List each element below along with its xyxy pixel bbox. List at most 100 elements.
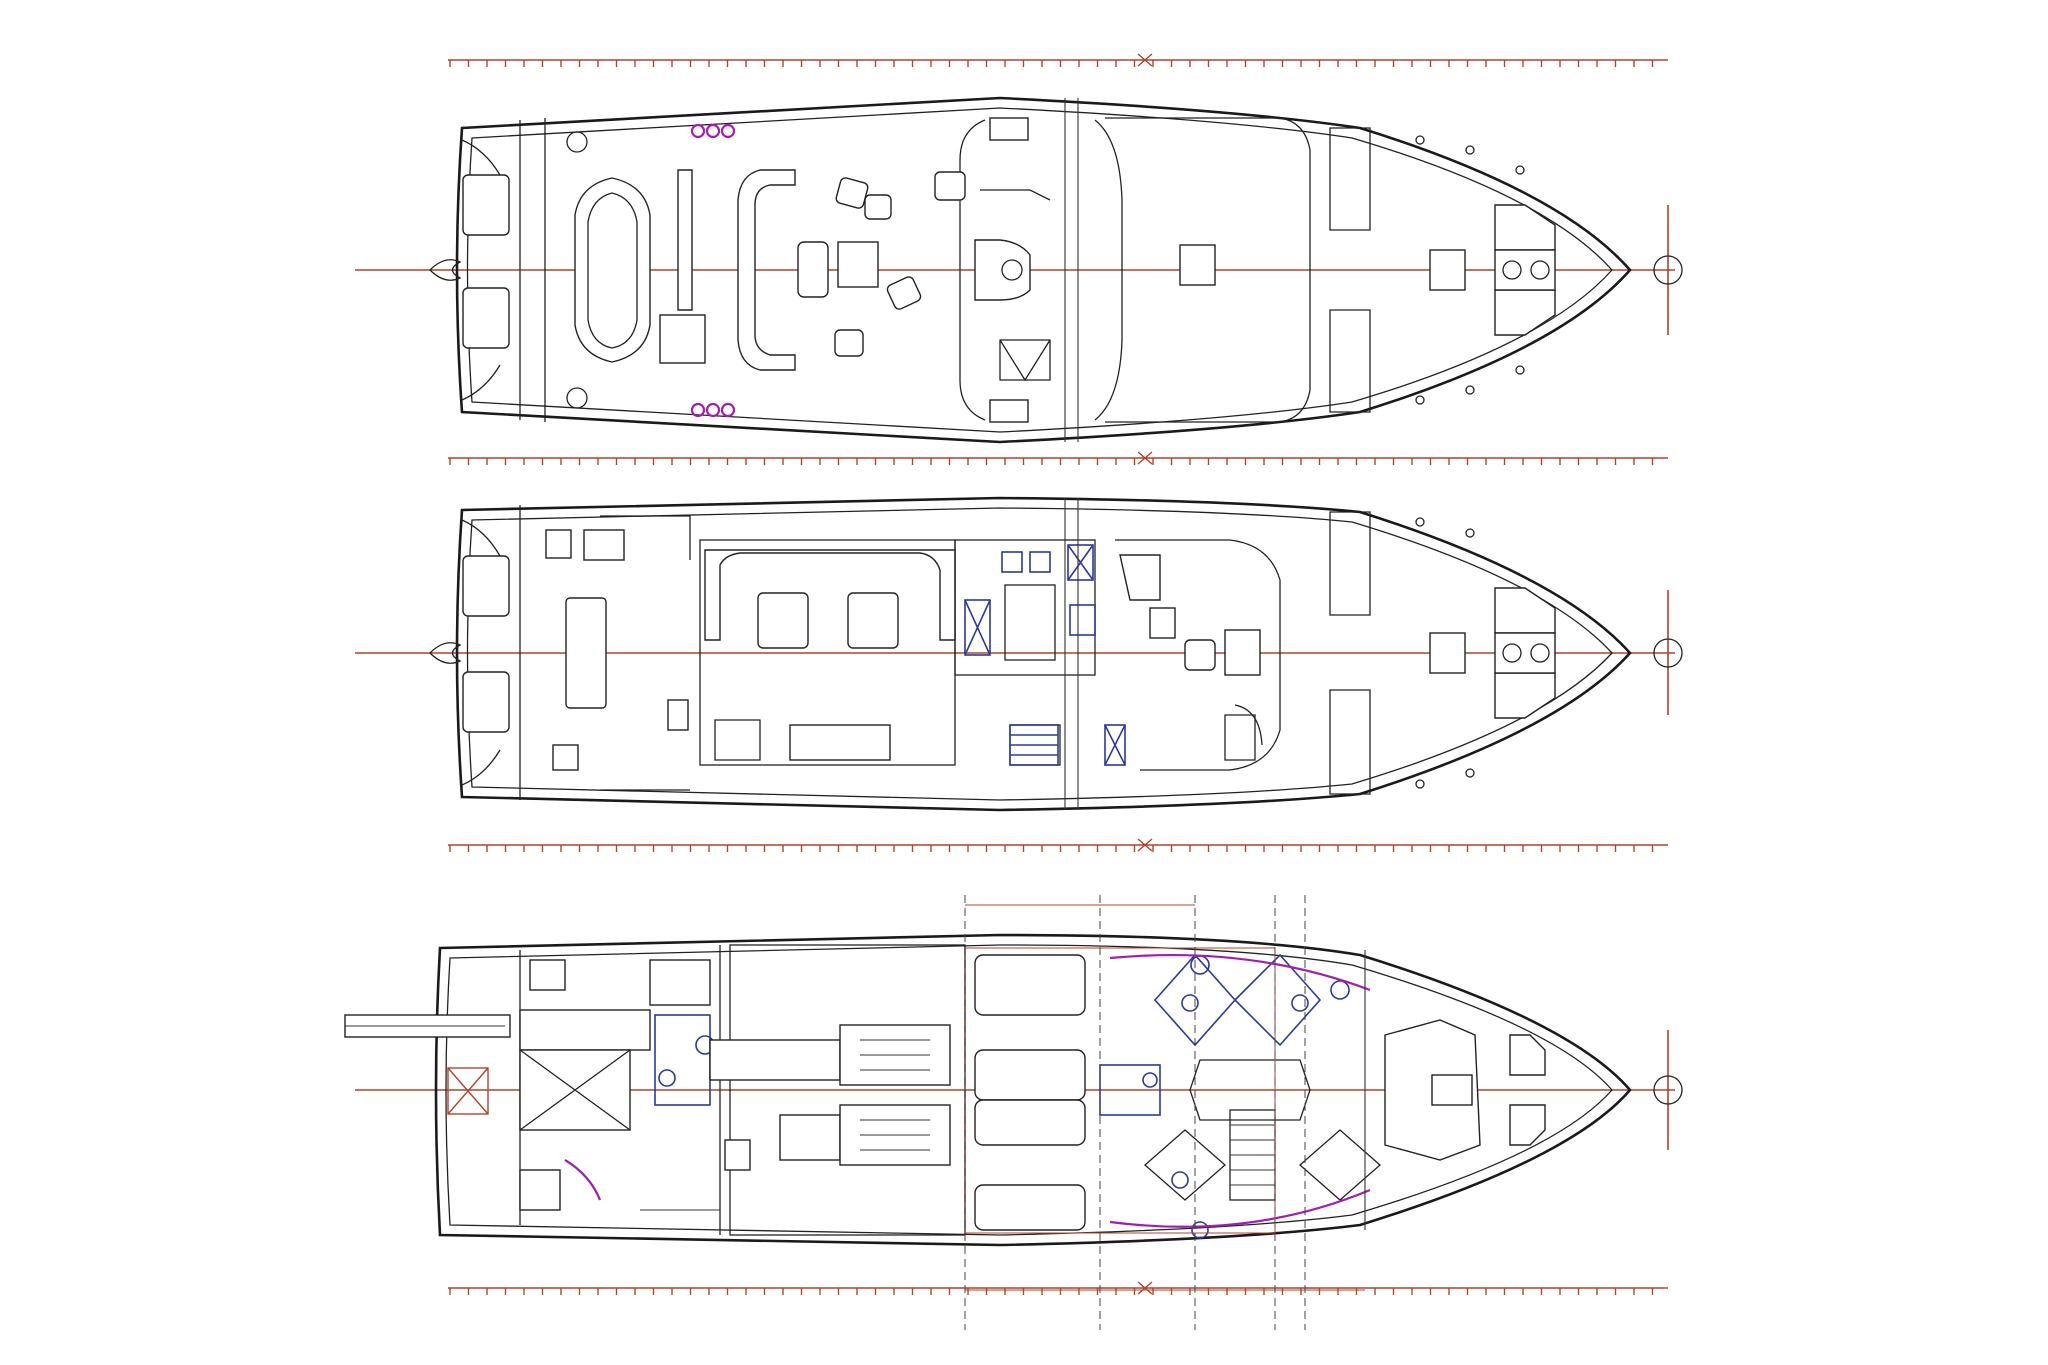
hatch <box>529 959 566 991</box>
sideboard <box>789 724 891 761</box>
side-window <box>1329 127 1371 231</box>
anchor-pocket <box>1494 204 1556 251</box>
saloon-chair <box>847 592 899 649</box>
chair <box>835 177 869 209</box>
console <box>667 699 689 731</box>
chair <box>864 194 892 220</box>
helm-chair <box>934 171 966 201</box>
windlass <box>1494 249 1556 291</box>
pump <box>724 1139 751 1171</box>
side-window <box>1329 689 1371 795</box>
door-swing <box>564 1159 602 1201</box>
saloon-settee <box>704 549 956 641</box>
wheelhouse <box>1115 539 1281 771</box>
flybridge-coaming <box>959 119 986 421</box>
cleat <box>1415 779 1425 789</box>
windlass <box>1494 632 1556 674</box>
flybridge-deck-plan <box>355 96 1683 444</box>
hull-liner <box>1109 1188 1371 1228</box>
windlass <box>1429 249 1466 291</box>
helm-wheel <box>1001 259 1023 281</box>
aft-locker <box>462 174 510 236</box>
chair <box>834 329 864 357</box>
bow-datum-circle <box>1653 1075 1683 1105</box>
cockpit-seat <box>545 529 572 559</box>
dimension-extension-lines <box>964 895 1306 1330</box>
hull-liner <box>1109 953 1371 992</box>
aft-locker <box>462 671 510 733</box>
rudder-stock <box>447 1067 489 1115</box>
hull-outline <box>455 496 1632 812</box>
locker <box>649 959 711 1006</box>
saloon-chair <box>757 592 809 649</box>
helm-chair <box>1184 639 1216 671</box>
main-deck-plan <box>355 496 1683 812</box>
tender <box>574 177 651 363</box>
cabin-wardrobe <box>1144 1129 1226 1201</box>
crane-base <box>659 314 706 364</box>
arch-leg <box>989 399 1029 423</box>
hull-outline <box>455 96 1632 444</box>
table <box>837 241 879 288</box>
sink <box>1001 551 1023 573</box>
stern-fairlead <box>429 642 462 664</box>
stanchion <box>705 402 721 418</box>
stanchion <box>690 402 706 418</box>
wheelhouse-roof <box>1105 117 1311 423</box>
wheelhouse-seat <box>1119 554 1161 601</box>
hull-outline <box>434 933 1632 1247</box>
generator <box>779 1114 841 1161</box>
stanchion <box>720 123 736 139</box>
frame-scales <box>448 53 1668 1295</box>
guest-berth <box>974 954 1086 1016</box>
engine-shaft-line <box>709 1039 841 1081</box>
spiral-stairs <box>1234 704 1263 746</box>
crew-head <box>654 1014 711 1106</box>
hull-inner <box>445 944 1613 1236</box>
windlass <box>1429 632 1466 674</box>
bow-datum-circle <box>1653 638 1683 668</box>
midship-mark <box>1137 53 1153 67</box>
hatch <box>1179 244 1216 286</box>
stanchion <box>705 123 721 139</box>
cabin-wardrobe <box>1299 1129 1381 1201</box>
lower-deck-plan <box>344 895 1683 1330</box>
stanchion <box>720 402 736 418</box>
head-compartment <box>1233 953 1322 1047</box>
anchor-pocket <box>1494 672 1556 719</box>
davit-base <box>566 131 588 153</box>
cleat <box>1515 365 1525 375</box>
galley-cabinet <box>1067 544 1094 581</box>
midship-mark <box>1137 838 1153 852</box>
cleat <box>1465 145 1475 155</box>
aft-locker <box>462 555 510 617</box>
cleat <box>1465 768 1475 778</box>
sink <box>1029 551 1051 573</box>
crew-bunk <box>519 1009 651 1051</box>
chair <box>886 276 922 310</box>
cleat <box>1465 528 1475 538</box>
bow-datum-circle <box>1653 255 1683 285</box>
guest-berth <box>974 1049 1086 1101</box>
aft-locker <box>462 287 510 349</box>
cockpit-seat <box>552 744 579 771</box>
helm-console <box>1224 629 1261 676</box>
u-settee <box>737 169 796 371</box>
crane-arm <box>677 169 693 311</box>
stanchion <box>690 123 706 139</box>
chain-locker <box>1509 1034 1546 1076</box>
midship-mark <box>1137 1281 1153 1295</box>
stern-fairlead <box>429 259 462 281</box>
side-window <box>1329 511 1371 616</box>
locker <box>1104 724 1126 766</box>
table <box>797 241 829 298</box>
galley-cabinet <box>964 599 991 656</box>
cooktop <box>1069 604 1096 636</box>
side-window <box>1329 309 1371 413</box>
deck-edge <box>466 107 1613 433</box>
davit-base <box>566 387 588 409</box>
cleat <box>1415 395 1425 405</box>
chain-locker <box>1509 1104 1546 1146</box>
